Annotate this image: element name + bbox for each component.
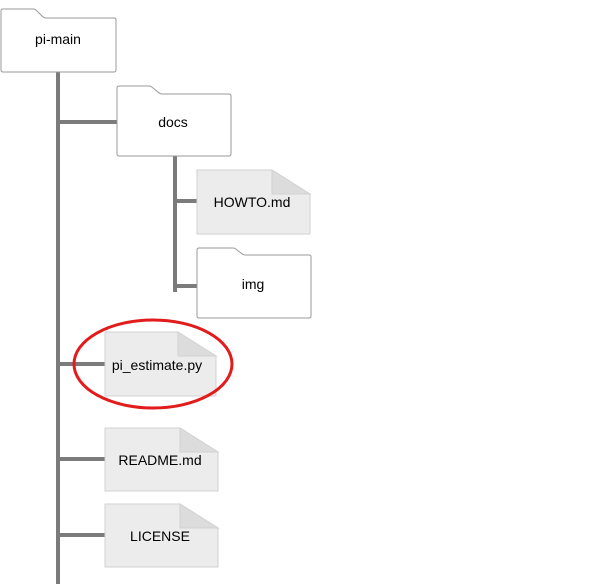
file-fold-corner [271, 169, 312, 195]
highlight-circle [72, 318, 234, 410]
tree-connectors [56, 72, 197, 584]
folder-node-docs[interactable]: docs [116, 85, 232, 157]
file-label: LICENSE [130, 528, 190, 544]
folder-icon [196, 247, 312, 319]
file-fold-corner [179, 427, 220, 453]
file-label: README.md [118, 452, 201, 468]
folder-icon [116, 85, 232, 157]
file-fold-corner [179, 503, 220, 529]
file-fold-corner [177, 331, 218, 357]
file-label: HOWTO.md [214, 194, 291, 210]
folder-label: docs [158, 114, 188, 130]
file-node-howto-md[interactable]: HOWTO.md [196, 169, 312, 235]
folder-label: pi-main [35, 31, 81, 47]
folder-icon [0, 8, 117, 73]
folder-node-img[interactable]: img [196, 247, 312, 319]
folder-node-pi-main[interactable]: pi-main [0, 8, 117, 73]
file-node-readme-md[interactable]: README.md [104, 427, 220, 492]
file-label: pi_estimate.py [112, 357, 202, 373]
file-node-license[interactable]: LICENSE [104, 503, 220, 568]
folder-label: img [242, 276, 265, 292]
file-node-pi-estimate-py[interactable]: pi_estimate.py [104, 331, 218, 397]
